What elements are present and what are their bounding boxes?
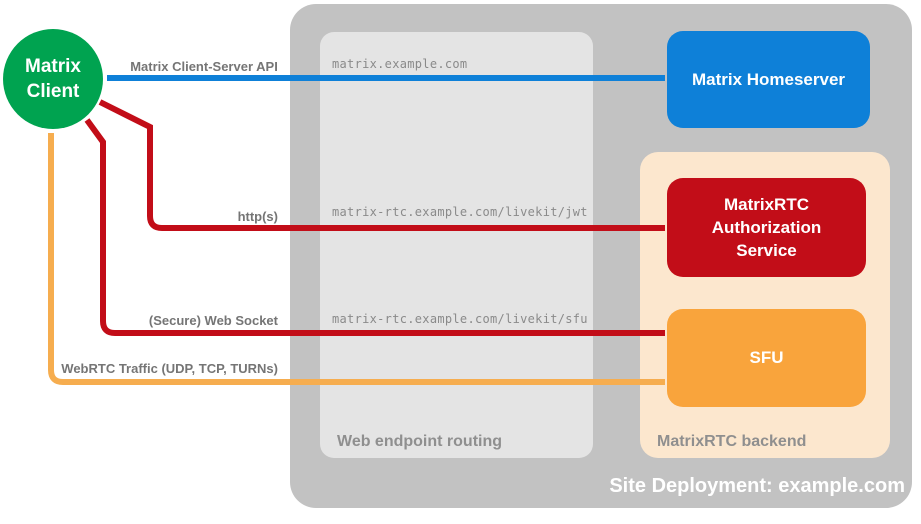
sfu-node: SFU bbox=[667, 309, 866, 407]
endpoint-url-livekit-jwt: matrix-rtc.example.com/livekit/jwt bbox=[332, 205, 588, 219]
sfu-label: SFU bbox=[749, 348, 784, 367]
web-endpoint-routing-caption: Web endpoint routing bbox=[337, 433, 503, 450]
matrix-homeserver-label: Matrix Homeserver bbox=[691, 69, 846, 89]
matrix-client-label: Matrix Client bbox=[25, 56, 81, 102]
connection-label-webrtc-traffic: WebRTC Traffic (UDP, TCP, TURNs) bbox=[61, 361, 278, 376]
matrix-homeserver-node: Matrix Homeserver bbox=[667, 31, 870, 128]
site-deployment-caption: Site Deployment: example.com bbox=[609, 475, 905, 497]
connection-label-client-server-api: Matrix Client-Server API bbox=[130, 59, 278, 74]
web-endpoint-routing-panel bbox=[320, 32, 593, 458]
endpoint-url-matrix: matrix.example.com bbox=[332, 57, 468, 71]
endpoint-url-livekit-sfu: matrix-rtc.example.com/livekit/sfu bbox=[332, 312, 588, 326]
matrixrtc-authorization-service-node: MatrixRTC Authorization Service bbox=[667, 178, 866, 277]
connection-label-https: http(s) bbox=[237, 209, 278, 224]
matrixrtc-authorization-service-label: MatrixRTC Authorization Service bbox=[711, 195, 822, 260]
matrix-client-node: Matrix Client bbox=[3, 29, 103, 129]
matrixrtc-backend-caption: MatrixRTC backend bbox=[657, 433, 807, 450]
connection-label-web-socket: (Secure) Web Socket bbox=[148, 313, 278, 328]
